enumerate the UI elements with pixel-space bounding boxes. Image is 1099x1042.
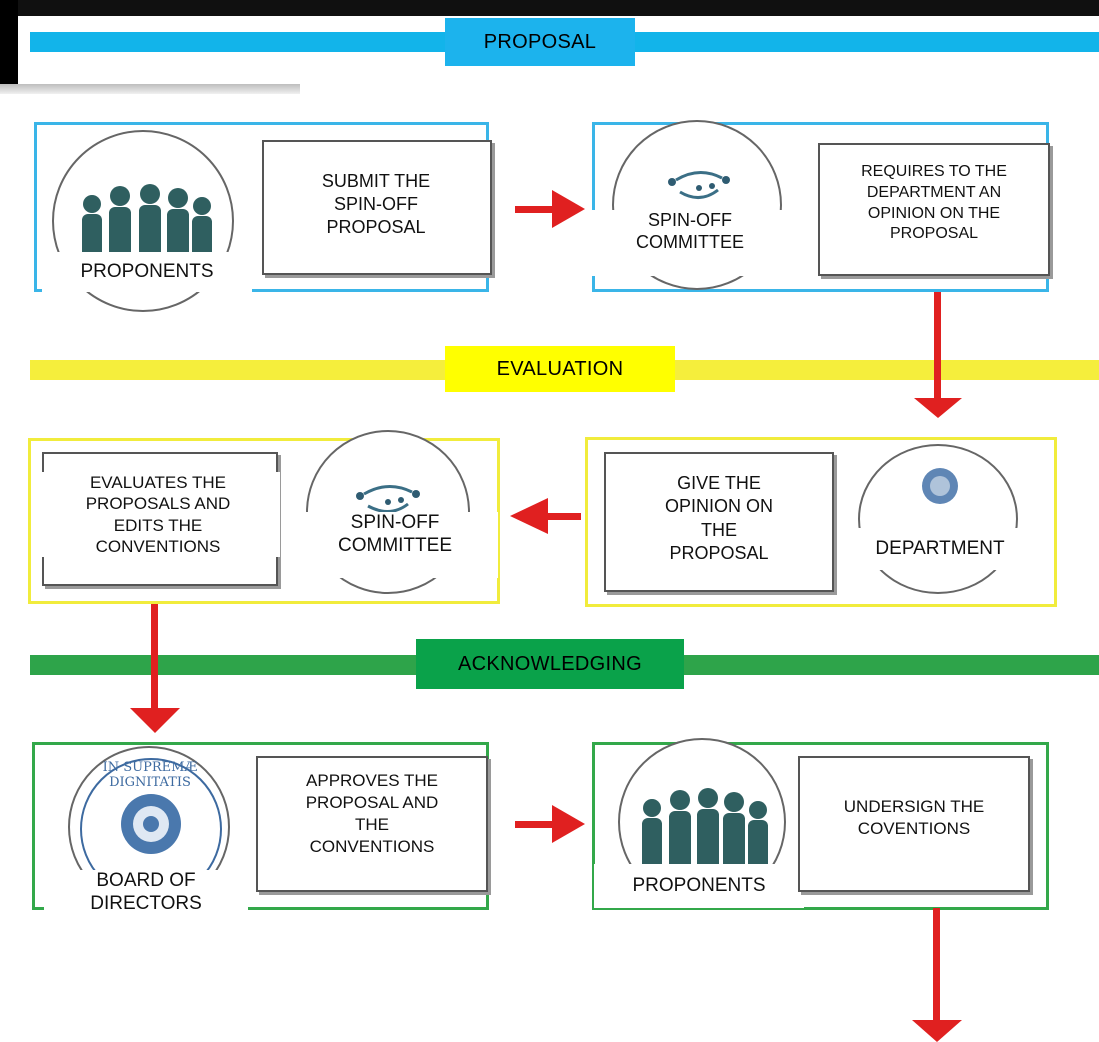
- phase-label-proposal: PROPOSAL: [445, 18, 635, 66]
- arrow-right-2: [515, 805, 585, 843]
- step1-actor-label: PROPONENTS: [42, 252, 252, 292]
- seal-motto: IN SUPREMÆ DIGNITATIS: [102, 760, 198, 790]
- step4-actor-label: SPIN-OFF COMMITTEE: [292, 512, 498, 578]
- step4-action-text: EVALUATES THE PROPOSALS AND EDITS THE CO…: [36, 472, 280, 557]
- phase-label-evaluation: EVALUATION: [445, 346, 675, 392]
- arrow-right-1: [515, 190, 585, 228]
- step1-action-text: SUBMIT THE SPIN-OFF PROPOSAL: [270, 170, 482, 240]
- step2-actor-label: SPIN-OFF COMMITTEE: [590, 210, 790, 276]
- step3-actor-label: DEPARTMENT: [850, 528, 1030, 570]
- arrow-down-3: [912, 908, 962, 1042]
- step6-actor-label: PROPONENTS: [594, 864, 804, 908]
- step6-action-text: UNDERSIGN THE COVENTIONS: [804, 796, 1024, 841]
- corner-shadow: [0, 84, 300, 94]
- phase-label-acknowledging: ACKNOWLEDGING: [416, 639, 684, 689]
- university-seal-icon: [858, 444, 1018, 594]
- step5-actor-label: BOARD OF DIRECTORS: [44, 870, 248, 936]
- top-edge-bar: [18, 0, 1099, 16]
- arrow-down-1: [914, 292, 962, 418]
- arrow-left-1: [510, 498, 581, 534]
- step2-action-text: REQUIRES TO THE DEPARTMENT AN OPINION ON…: [824, 162, 1044, 246]
- step5-action-text: APPROVES THE PROPOSAL AND THE CONVENTION…: [262, 770, 482, 859]
- corner-shape: [0, 0, 18, 84]
- step3-action-text: GIVE THE OPINION ON THE PROPOSAL: [612, 472, 826, 566]
